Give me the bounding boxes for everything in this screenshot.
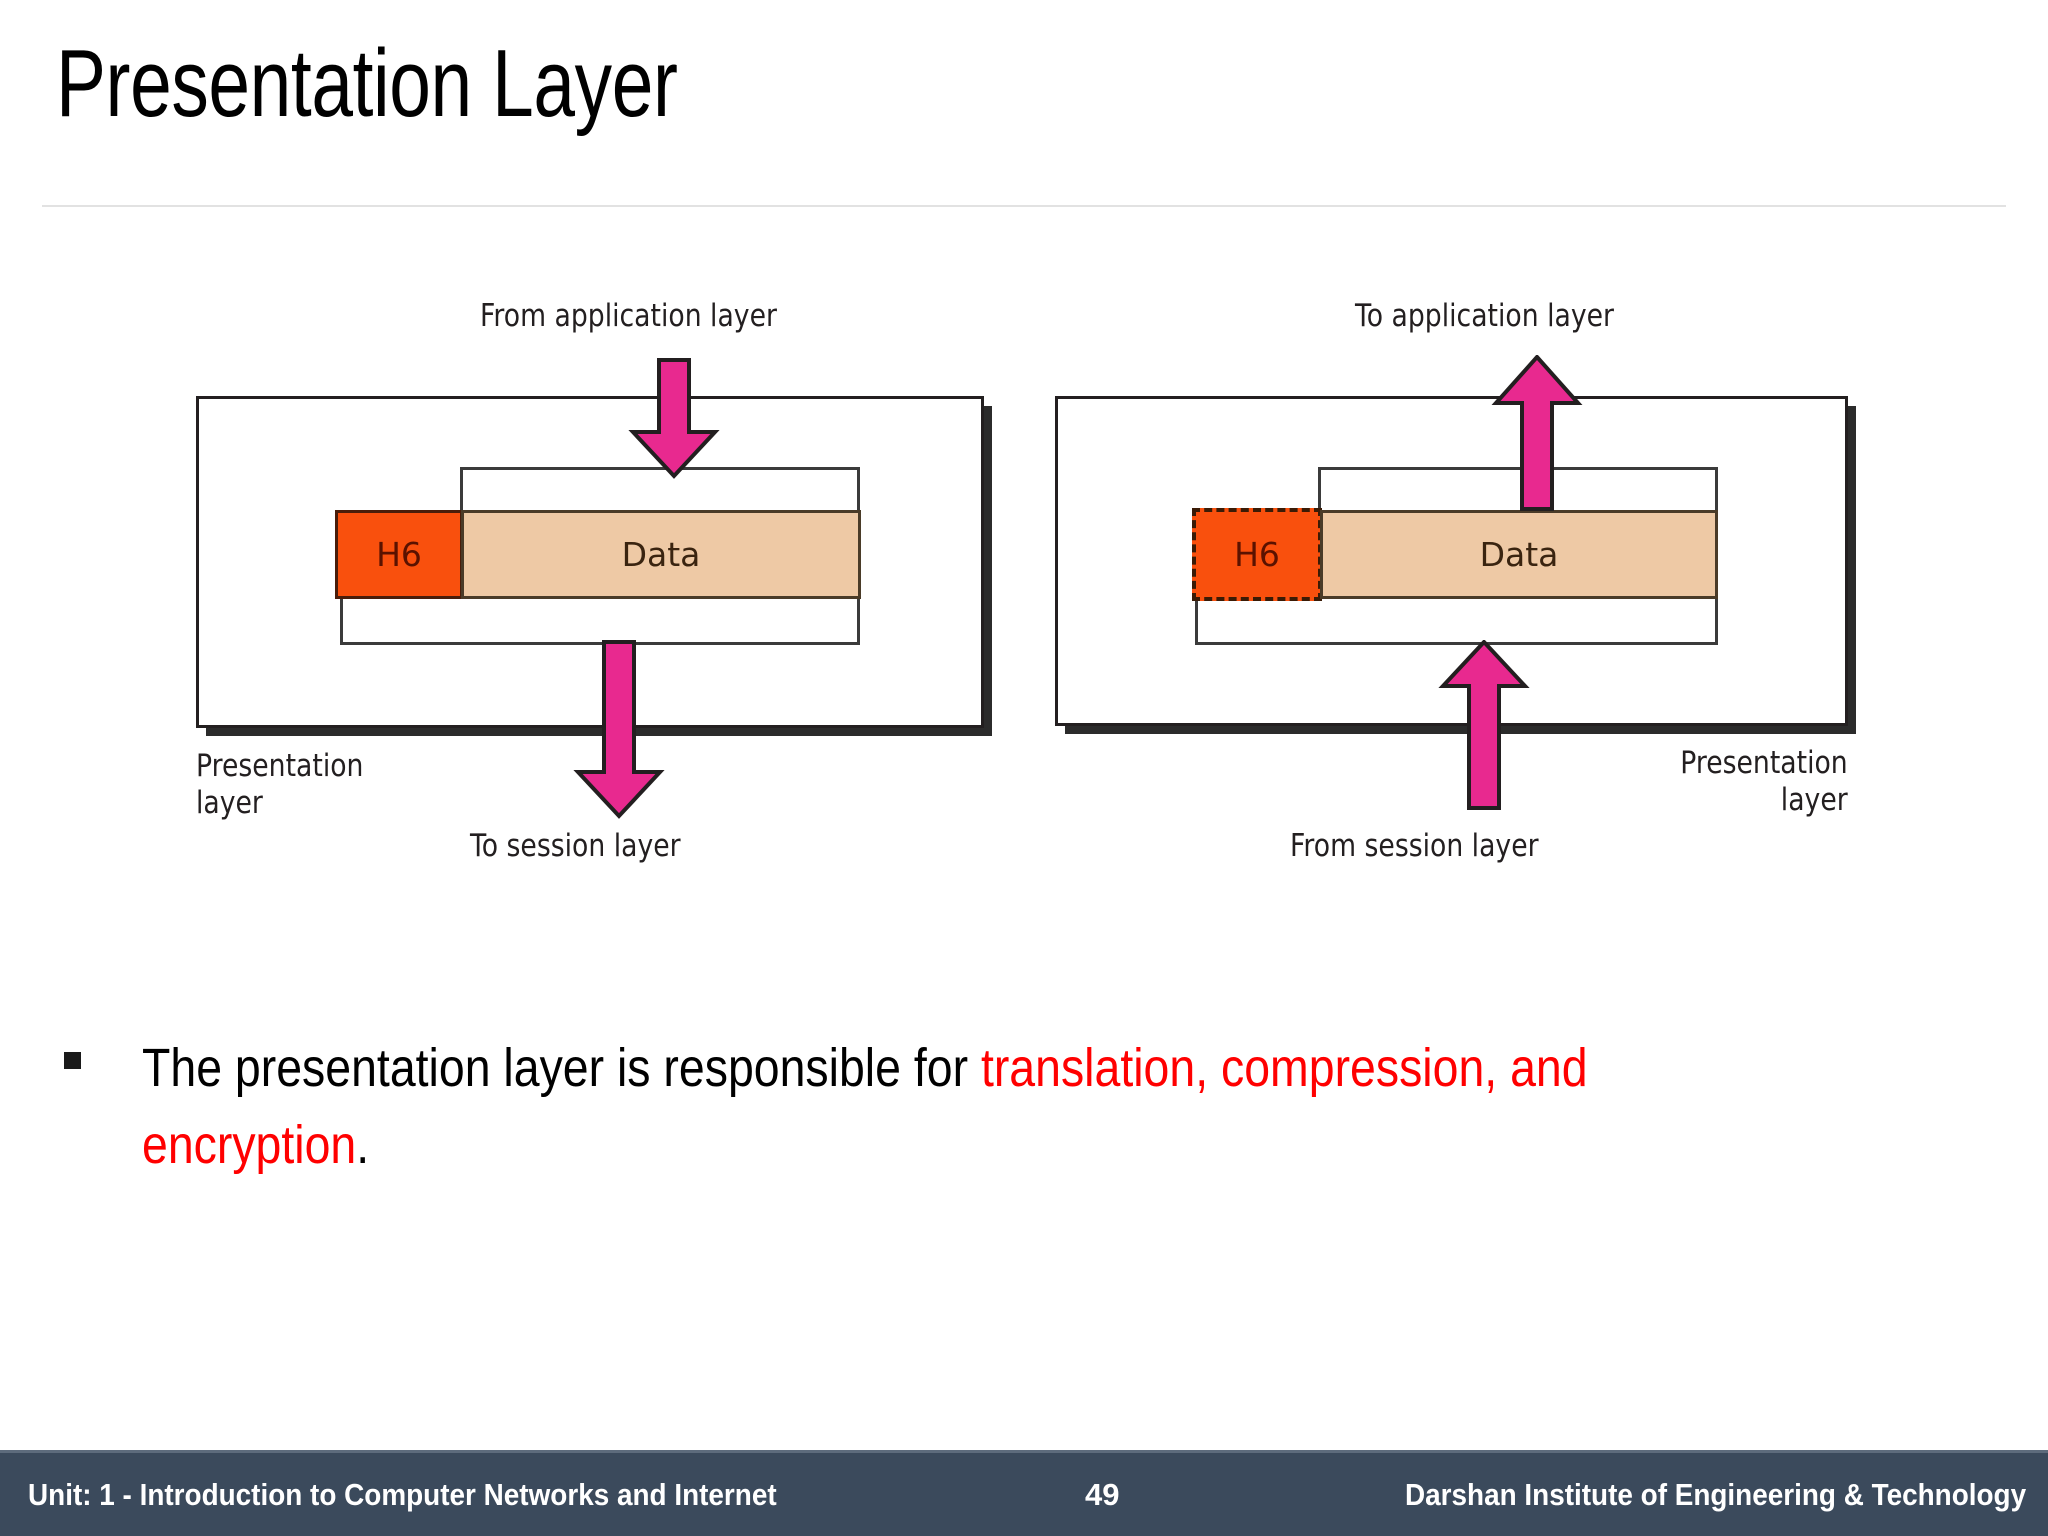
footer-unit-label: Unit: 1 - Introduction to Computer Netwo…	[28, 1476, 777, 1512]
left-presentation-layer-label-line2: layer	[196, 784, 263, 821]
left-from-application-layer-label: From application layer	[480, 298, 777, 334]
right-lower-bracket	[1195, 598, 1718, 645]
right-data-box: Data	[1320, 510, 1718, 599]
footer-institute-label: Darshan Institute of Engineering & Techn…	[1404, 1476, 2026, 1512]
left-down-arrow-to-session	[573, 640, 665, 819]
right-up-arrow-from-session	[1438, 640, 1530, 810]
right-to-application-layer-label: To application layer	[1355, 298, 1614, 334]
bullet-item-text: The presentation layer is responsible fo…	[142, 1030, 1776, 1183]
right-presentation-layer-label: Presentation layer	[1681, 745, 1848, 818]
right-h6-header-box: H6	[1192, 508, 1322, 601]
bullet-text-plain-before: The presentation layer is responsible fo…	[142, 1038, 981, 1098]
left-h6-header-box: H6	[335, 510, 463, 599]
bullet-text-plain-after: .	[356, 1114, 370, 1175]
bullet-text-highlight: translation, compression, and encryption	[142, 1038, 1588, 1175]
left-upper-bracket	[460, 467, 860, 512]
left-presentation-layer-label-line1: Presentation	[196, 748, 364, 784]
right-from-session-layer-label: From session layer	[1290, 828, 1539, 864]
right-presentation-layer-label-line2: layer	[1781, 781, 1848, 818]
footer-page-number: 49	[1085, 1476, 1120, 1512]
title-divider	[42, 205, 2006, 207]
right-presentation-layer-panel	[1055, 396, 1848, 726]
right-upper-bracket	[1318, 467, 1718, 512]
left-presentation-layer-panel	[196, 396, 984, 728]
bullet-marker-icon	[64, 1052, 81, 1069]
left-data-box: Data	[461, 510, 861, 599]
right-presentation-layer-label-line1: Presentation	[1680, 745, 1848, 781]
footer-bar: Unit: 1 - Introduction to Computer Netwo…	[0, 1450, 2048, 1536]
left-down-arrow-from-application	[628, 358, 720, 479]
left-presentation-layer-label: Presentation layer	[196, 748, 363, 821]
page-title: Presentation Layer	[56, 30, 678, 137]
left-lower-bracket	[340, 598, 860, 645]
left-to-session-layer-label: To session layer	[470, 828, 681, 864]
right-up-arrow-to-application	[1491, 355, 1583, 511]
